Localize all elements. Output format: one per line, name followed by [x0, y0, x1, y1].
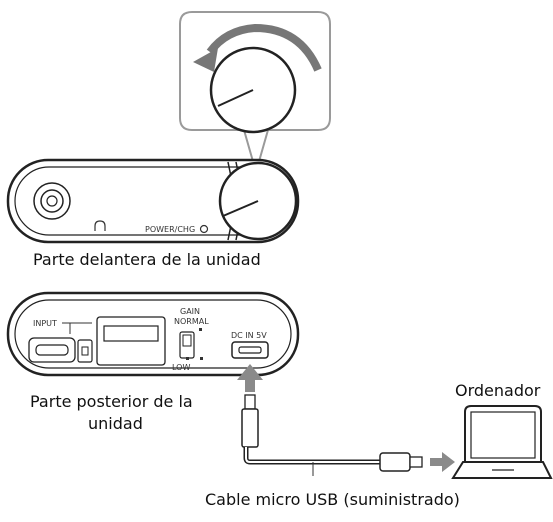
cable-label: Cable micro USB (suministrado) [205, 490, 460, 509]
power-led-icon [199, 224, 209, 234]
to-computer-arrow-icon [430, 452, 455, 472]
back-caption-line2: unidad [88, 414, 143, 433]
knob-zoom-callout [179, 11, 331, 176]
gain-low-label: LOW [172, 363, 190, 372]
unit-front-panel: POWER/CHG [6, 158, 300, 244]
power-chg-label: POWER/CHG [145, 225, 195, 234]
plug-in-arrow-icon [237, 364, 263, 392]
gain-label: GAIN [180, 307, 200, 316]
gain-normal-label: NORMAL [174, 317, 209, 326]
unit-back-panel: INPUT GAIN NORMAL LOW DC IN 5V [6, 291, 300, 377]
rotate-counterclockwise-arrow-icon [206, 23, 322, 72]
input-label: INPUT [33, 319, 57, 328]
headphone-icon [94, 220, 106, 231]
computer-label: Ordenador [455, 381, 541, 400]
back-caption-line1: Parte posterior de la [30, 392, 193, 411]
front-caption: Parte delantera de la unidad [33, 250, 261, 269]
micro-usb-cable [241, 394, 423, 476]
dc-in-label: DC IN 5V [231, 331, 267, 340]
laptop-computer-icon [451, 405, 553, 479]
